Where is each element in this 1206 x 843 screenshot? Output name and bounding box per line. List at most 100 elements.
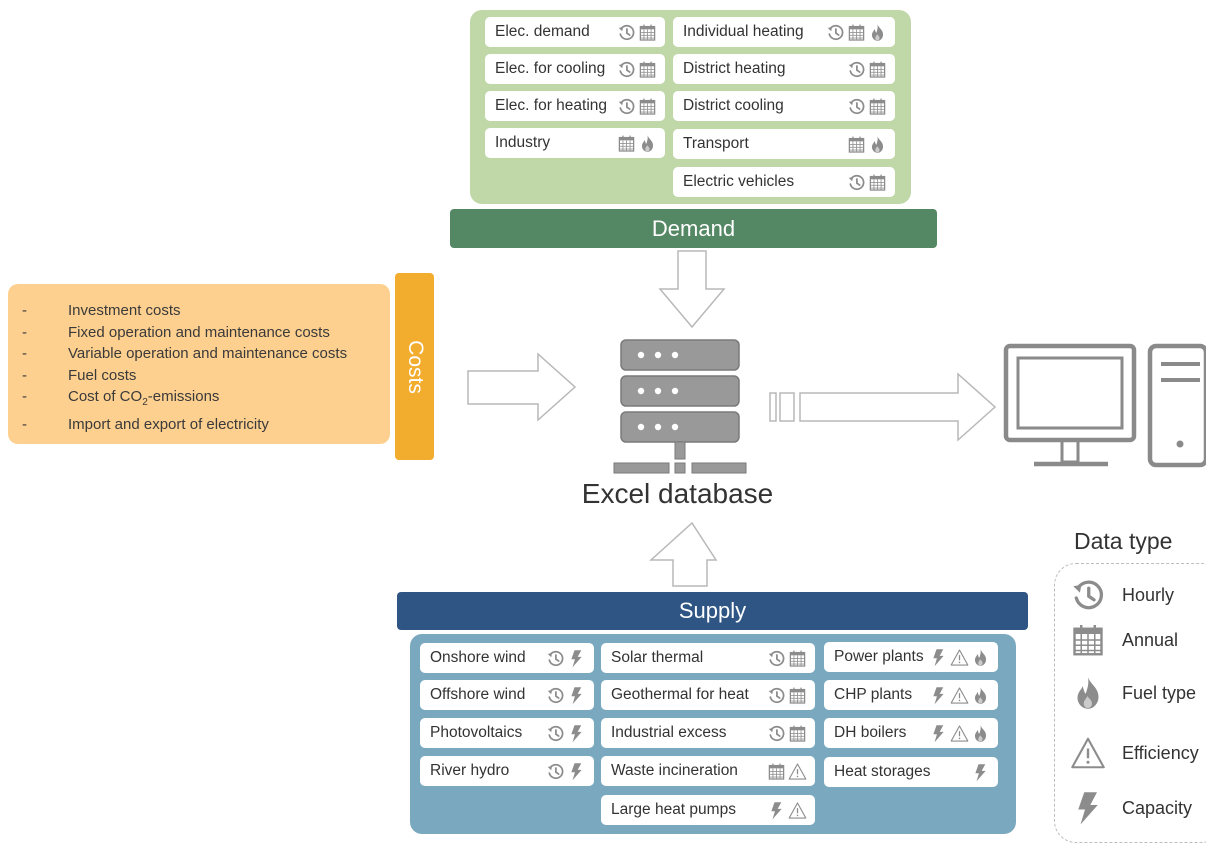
hourly-icon: [617, 60, 636, 79]
annual-icon: [638, 23, 657, 42]
demand-item-icons: [617, 17, 657, 47]
costs-list-item: -Fuel costs: [22, 365, 390, 387]
legend-item-efficiency: Efficiency: [1066, 733, 1199, 773]
costs-panel: -Investment costs -Fixed operation and m…: [8, 284, 390, 444]
hourly-icon: [767, 649, 786, 668]
demand-item-label: Elec. for cooling: [495, 60, 606, 77]
demand-item-icons: [617, 91, 657, 121]
capacity-icon: [1066, 790, 1110, 826]
supply-item-icons: [546, 643, 586, 673]
demand-item-label: Elec. demand: [495, 23, 590, 40]
hourly-icon: [1066, 577, 1110, 613]
demand-item: District cooling: [673, 91, 895, 121]
costs-list-item: -Import and export of electricity: [22, 414, 390, 436]
demand-to-database-arrow: [658, 250, 726, 329]
demand-item-label: Transport: [683, 135, 749, 152]
annual-icon: [617, 134, 636, 153]
supply-item: Heat storages: [824, 757, 998, 787]
database-label: Excel database: [581, 478, 774, 509]
list-dash: -: [22, 302, 27, 319]
supply-item-icons: [767, 795, 807, 825]
legend-item-hourly: Hourly: [1066, 575, 1174, 615]
demand-item-icons: [847, 54, 887, 84]
demand-header: Demand: [450, 209, 937, 248]
demand-item-icons: [617, 128, 657, 158]
legend-title: Data type: [1074, 528, 1173, 554]
legend-label: Fuel type: [1122, 682, 1197, 703]
demand-item-icons: [617, 54, 657, 84]
supply-item: CHP plants: [824, 680, 998, 710]
hourly-icon: [826, 23, 845, 42]
fuel-icon: [971, 686, 990, 705]
fuel-icon: [971, 648, 990, 667]
supply-item: Solar thermal: [601, 643, 815, 673]
supply-item-icons: [767, 643, 807, 673]
hourly-icon: [847, 97, 866, 116]
costs-list-item: -Fixed operation and maintenance costs: [22, 322, 390, 344]
supply-item: Photovoltaics: [420, 718, 594, 748]
demand-item-label: District heating: [683, 60, 786, 77]
supply-item-icons: [546, 718, 586, 748]
annual-icon: [847, 135, 866, 154]
supply-to-database-arrow: [649, 521, 718, 587]
legend-item-fuel: Fuel type: [1066, 673, 1196, 713]
capacity-icon: [567, 686, 586, 705]
hourly-icon: [847, 60, 866, 79]
list-dash: -: [22, 345, 27, 363]
supply-item-icons: [546, 680, 586, 710]
fuel-icon: [971, 724, 990, 743]
efficiency-icon: [950, 648, 969, 667]
demand-item: District heating: [673, 54, 895, 84]
demand-item-label: Elec. for heating: [495, 97, 608, 114]
legend-item-capacity: Capacity: [1066, 788, 1192, 828]
list-dash: -: [22, 366, 27, 384]
demand-item-icons: [847, 91, 887, 121]
efficiency-icon: [788, 762, 807, 781]
hourly-icon: [617, 97, 636, 116]
efficiency-icon: [1066, 735, 1110, 771]
demand-item: Individual heating: [673, 17, 895, 47]
annual-icon: [767, 762, 786, 781]
supply-item-icons: [546, 756, 586, 786]
annual-icon: [847, 23, 866, 42]
supply-item-icons: [767, 756, 807, 786]
costs-list: -Investment costs -Fixed operation and m…: [22, 300, 390, 436]
fuel-icon: [1066, 675, 1110, 711]
hourly-icon: [546, 762, 565, 781]
demand-item: Industry: [485, 128, 665, 158]
supply-item-label: DH boilers: [834, 724, 907, 741]
costs-list-item: -Investment costs: [22, 300, 390, 322]
efficiency-icon: [950, 724, 969, 743]
capacity-icon: [567, 724, 586, 743]
efficiency-icon: [950, 686, 969, 705]
supply-item-label: Industrial excess: [611, 724, 727, 741]
capacity-icon: [971, 763, 990, 782]
computer-icon: [1003, 343, 1206, 468]
supply-item: Offshore wind: [420, 680, 594, 710]
annual-icon: [788, 686, 807, 705]
annual-icon: [868, 60, 887, 79]
demand-item-label: District cooling: [683, 97, 784, 114]
hourly-icon: [546, 686, 565, 705]
capacity-icon: [929, 724, 948, 743]
demand-item-icons: [826, 17, 887, 47]
supply-item-label: CHP plants: [834, 686, 913, 703]
costs-list-item: -Cost of CO2-emissions: [22, 388, 220, 409]
annual-icon: [868, 97, 887, 116]
supply-item-icons: [767, 718, 807, 748]
demand-item: Elec. for heating: [485, 91, 665, 121]
hourly-icon: [767, 724, 786, 743]
supply-item-label: Offshore wind: [430, 686, 526, 703]
supply-item-icons: [929, 680, 990, 710]
database-to-computer-arrow: [799, 372, 997, 442]
annual-icon: [788, 649, 807, 668]
hourly-icon: [767, 686, 786, 705]
demand-item-icons: [847, 167, 887, 197]
supply-item-label: Geothermal for heat: [611, 686, 749, 703]
fuel-icon: [868, 23, 887, 42]
demand-item: Transport: [673, 129, 895, 159]
supply-item-label: Solar thermal: [611, 649, 704, 666]
supply-item-label: Power plants: [834, 648, 924, 665]
supply-item: Large heat pumps: [601, 795, 815, 825]
capacity-icon: [929, 686, 948, 705]
